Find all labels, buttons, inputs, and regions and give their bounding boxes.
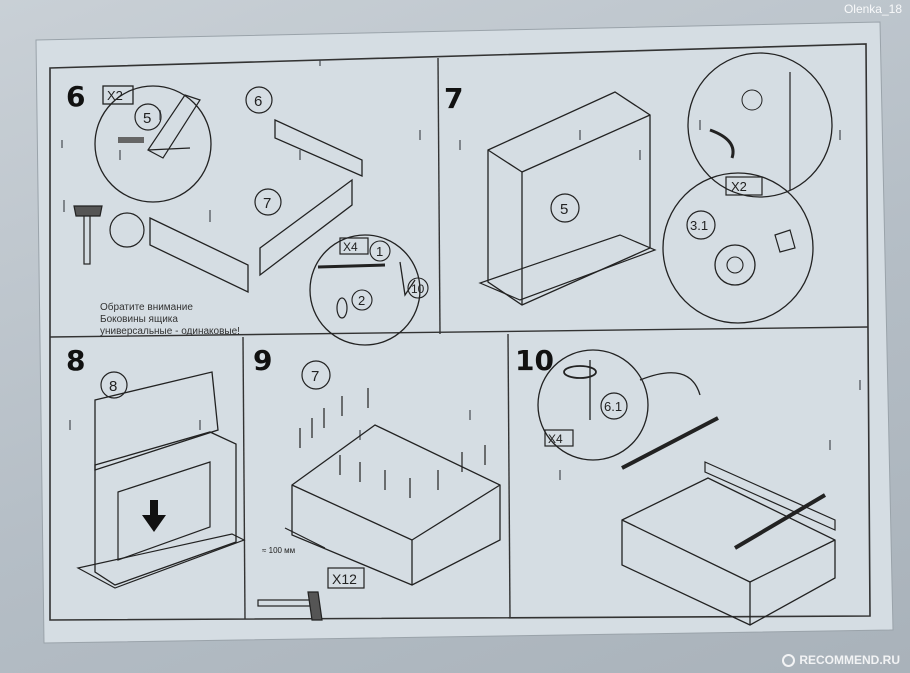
step-6-note-line-1: Обратите внимание: [100, 301, 193, 313]
step-7-zoom-circle-top: [687, 52, 833, 198]
step-6-note-line-2: Боковины ящика: [100, 314, 178, 325]
recommend-logo-icon: [782, 653, 796, 667]
divider-horizontal: [49, 326, 869, 338]
step-7-qty: X2: [731, 179, 747, 194]
step-7-part-zoom: 3.1: [690, 218, 708, 233]
step-6-part-a: 5: [143, 110, 151, 127]
step-10-zoom-circle: [537, 349, 649, 461]
hammer-icon: [73, 205, 103, 265]
step-7-part: 5: [560, 201, 568, 218]
watermark-username: Olenka_18: [843, 2, 902, 16]
step-10-qty: X4: [548, 432, 563, 446]
sheet-frame: [49, 43, 871, 621]
step-6-part-top: 6: [254, 93, 262, 110]
step-10-part: 6.1: [604, 399, 622, 414]
step-6-qty-b: X4: [343, 240, 358, 254]
step-6-part-b2: 2: [358, 293, 365, 308]
step-6-hardware-circle: [309, 234, 421, 346]
step-6-part-mid: 7: [263, 195, 271, 212]
step-9-dim: ≈ 100 мм: [262, 546, 295, 555]
step-7-number: 7: [444, 82, 463, 115]
step-9-qty: X12: [332, 571, 357, 587]
watermark-site-label: RECOMMEND.RU: [799, 653, 900, 667]
step-8-part: 8: [109, 378, 117, 395]
step-6-zoom-circle: [94, 85, 212, 203]
divider-vertical-3: [507, 333, 511, 618]
hammer-icon: [257, 591, 323, 621]
step-6-qty-a: X2: [107, 88, 123, 103]
step-8-number: 8: [66, 344, 85, 377]
step-6-part-b3: 10: [411, 282, 425, 296]
step-7-zoom-circle-bottom: [662, 172, 814, 324]
down-arrow-icon: [142, 500, 166, 532]
divider-vertical-2: [242, 336, 246, 620]
step-6-note-line-3: универсальные - одинаковые!: [100, 326, 240, 337]
step-9-part: 7: [311, 368, 319, 385]
step-6-number: 6: [66, 80, 85, 113]
step-9-number: 9: [253, 344, 272, 377]
step-6-part-b1: 1: [376, 244, 383, 259]
step-10-number: 10: [515, 344, 554, 377]
divider-vertical-1: [437, 57, 441, 335]
watermark-site: RECOMMEND.RU: [782, 653, 900, 667]
